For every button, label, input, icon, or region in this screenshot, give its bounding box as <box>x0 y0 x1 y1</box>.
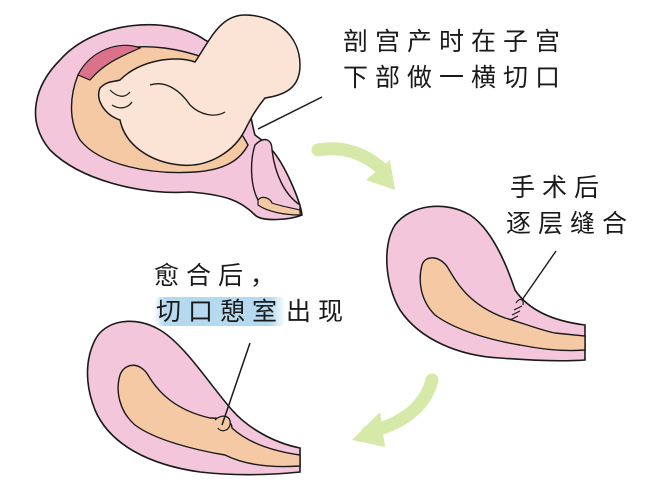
stage-2-leader-line <box>521 250 557 301</box>
stage-2-suture-icon <box>509 298 524 321</box>
stage-2-label-line-1: 手术后 <box>510 173 607 202</box>
stage-2-label-line-2: 逐层缝合 <box>506 209 635 238</box>
stage-3-label-line-1: 愈合后， <box>154 261 283 290</box>
stage-1-label-line-2: 下部做一横切口 <box>343 63 568 92</box>
stage-1-placenta <box>77 44 142 81</box>
niche-highlight: 切口憩室 <box>154 297 287 326</box>
stage-1-leader-line <box>257 96 323 130</box>
stage-1-fetus-leg <box>109 89 133 109</box>
stage-3-cavity <box>117 364 301 468</box>
stage-3-leader-line <box>221 342 251 426</box>
stage-3-label-line-2: 切口憩室出现 <box>154 294 350 330</box>
arrow-stage1-to-stage2-head-icon <box>366 160 395 190</box>
stage-1-fetus <box>98 14 301 167</box>
arrow-stage2-to-stage3-head-icon <box>352 412 385 447</box>
arrow-stage1-to-stage2-icon <box>311 142 392 179</box>
stage-1-cervix <box>250 138 301 216</box>
stage-1-canal <box>257 196 301 216</box>
stage-2-uterine-wall <box>386 205 586 362</box>
stage-3-uterine-wall <box>86 320 301 476</box>
stage-3-label-line-2-rest: 出现 <box>286 297 351 326</box>
stage-1-label-line-1: 剖宫产时在子宫 <box>343 27 568 56</box>
stage-2-sutured-uterus <box>386 205 586 362</box>
stage-1-fetus-arm <box>149 83 226 116</box>
stage-1-uterus-with-fetus <box>34 14 323 221</box>
stage-3-label: 愈合后， 切口憩室出现 <box>154 258 350 330</box>
stage-2-cavity <box>419 257 586 352</box>
stage-3-healed-uterus-with-niche <box>86 320 301 476</box>
stage-1-label: 剖宫产时在子宫 下部做一横切口 <box>343 24 567 96</box>
stage-2-label: 手术后 逐层缝合 <box>506 170 634 242</box>
